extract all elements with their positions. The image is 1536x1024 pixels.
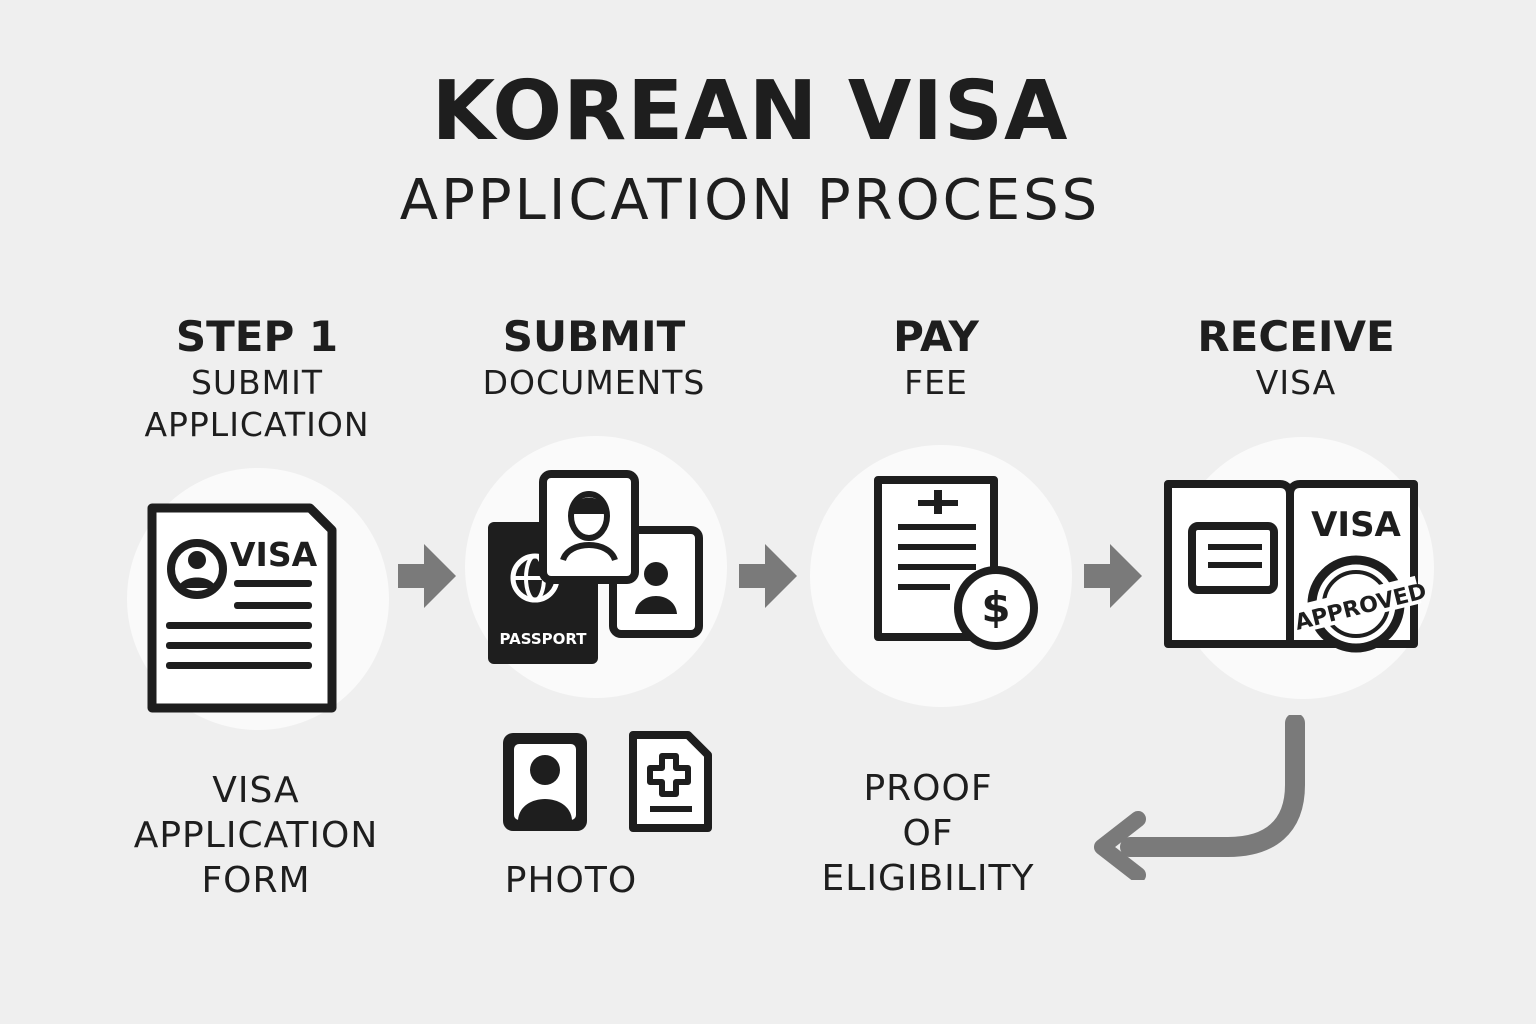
step-1-subtitle-line-2: APPLICATION [144, 405, 370, 444]
visa-application-form-line-1: VISA [212, 770, 300, 811]
proof-of-eligibility-line-1: PROOF [863, 768, 993, 809]
step-4-subtitle-line-1: VISA [1255, 363, 1337, 402]
visa-application-form-icon: VISA [147, 503, 337, 713]
diagram-title: KOREAN VISA [431, 64, 1069, 159]
arrow-step2-to-step3 [739, 544, 797, 608]
step-1-subtitle-line-1: SUBMIT [190, 363, 324, 402]
visa-form-label: VISA [230, 535, 318, 574]
proof-of-eligibility-label: PROOF OF ELIGIBILITY [758, 766, 1098, 901]
visa-application-form-line-3: FORM [201, 860, 311, 901]
visa-application-form-line-2: APPLICATION [133, 815, 379, 856]
invoice-dollar-icon: $ [874, 476, 1038, 650]
passport-and-photos-icon: PASSPORT [488, 470, 703, 664]
medical-certificate-icon [629, 731, 712, 832]
passport-label: PASSPORT [499, 630, 587, 648]
step-1-heading: STEP 1 SUBMIT APPLICATION [87, 312, 427, 446]
arrow-step1-to-step2 [398, 544, 456, 608]
svg-text:$: $ [981, 583, 1010, 632]
proof-of-eligibility-line-3: ELIGIBILITY [821, 858, 1035, 899]
diagram-subtitle: APPLICATION PROCESS [399, 168, 1101, 233]
proof-of-eligibility-line-2: OF [902, 813, 954, 854]
step-4-heading: RECEIVE VISA [1126, 312, 1466, 404]
photo-label: PHOTO [401, 858, 741, 903]
step-2-title: SUBMIT [502, 312, 686, 361]
visa-book-label: VISA [1311, 505, 1401, 545]
step-2-heading: SUBMIT DOCUMENTS [424, 312, 764, 404]
step-3-heading: PAY FEE [766, 312, 1106, 404]
step-3-subtitle-line-1: FEE [904, 363, 968, 402]
photo-portrait-icon [503, 733, 587, 831]
step-4-title: RECEIVE [1197, 312, 1395, 361]
step-2-subtitle-line-1: DOCUMENTS [482, 363, 706, 402]
step-1-title: STEP 1 [175, 312, 339, 361]
arrow-step3-to-step4 [1084, 544, 1142, 608]
curved-return-arrow [1094, 715, 1305, 880]
approved-visa-book-icon: VISA APPROVED [1164, 480, 1429, 653]
visa-application-form-label: VISA APPLICATION FORM [86, 768, 426, 903]
photo-line-1: PHOTO [504, 860, 638, 901]
step-3-title: PAY [893, 312, 979, 361]
